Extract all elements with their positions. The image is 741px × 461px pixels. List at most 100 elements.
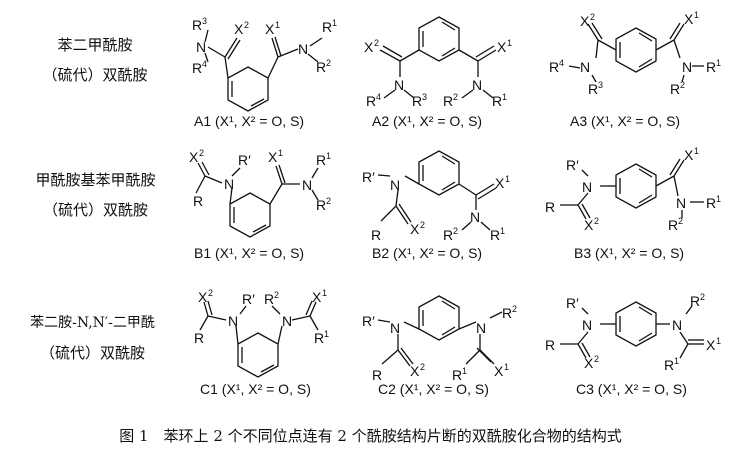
svg-text:4: 4 [559,58,564,68]
svg-text:R′: R′ [362,169,375,185]
svg-text:R: R [492,93,502,109]
svg-text:R: R [545,337,555,353]
svg-text:R: R [668,217,678,233]
row-label-b-line1: 甲酰胺基苯甲酰胺 [35,171,156,189]
svg-text:N: N [470,209,480,225]
svg-text:R: R [316,59,326,75]
svg-text:2: 2 [594,354,599,364]
svg-text:R: R [443,93,453,109]
svg-text:R: R [549,59,559,75]
svg-text:2: 2 [274,290,279,300]
svg-text:R′: R′ [238,152,251,168]
row-label-b: 甲酰胺基苯甲酰胺 （硫代）双酰胺 [18,165,173,225]
svg-text:2: 2 [594,216,599,226]
svg-text:1: 1 [332,18,337,28]
svg-text:2: 2 [680,80,685,90]
svg-text:R: R [588,81,598,97]
svg-text:R: R [706,195,716,211]
svg-text:N: N [476,320,486,336]
svg-text:R: R [502,305,512,321]
svg-text:X: X [268,149,278,165]
caption-b1: B1 (X¹, X² = O, S) [194,245,305,261]
svg-text:R: R [670,81,680,97]
svg-text:1: 1 [694,10,699,20]
atom-r3: R [192,17,202,33]
svg-text:X: X [706,337,716,353]
svg-text:X: X [234,21,244,37]
svg-text:R: R [322,19,332,35]
svg-text:X: X [265,21,275,37]
svg-text:4: 4 [376,92,381,102]
svg-text:N: N [582,317,592,333]
svg-text:1: 1 [324,329,329,339]
row-label-a: 苯二甲酰胺 （硫代）双酰胺 [20,30,170,90]
figure-caption: 图 1 苯环上 2 个不同位点连有 2 个酰胺结构片断的双酰胺化合物的结构式 [119,427,622,445]
svg-text:R: R [192,60,202,76]
svg-text:3: 3 [598,80,603,90]
svg-text:R: R [706,59,716,75]
svg-text:N: N [390,320,400,336]
svg-text:2: 2 [678,216,683,226]
caption-c2: C2 (X¹, X² = O, S) [378,381,489,397]
svg-text:2: 2 [326,196,331,206]
svg-text:N: N [282,313,292,329]
svg-text:R: R [545,199,555,215]
svg-text:2: 2 [590,12,595,22]
svg-text:X: X [312,289,322,305]
svg-text:1: 1 [326,151,331,161]
row-label-c: 苯二胺-N,N′-二甲酰 （硫代）双酰胺 [10,308,175,368]
row-label-a-line1: 苯二甲酰胺 [57,36,133,54]
svg-text:2: 2 [374,38,379,48]
svg-text:R: R [316,197,326,213]
svg-text:2: 2 [208,288,213,298]
row-label-b-line2: （硫代）双酰胺 [42,201,148,219]
svg-text:R: R [412,93,422,109]
svg-text:R: R [316,152,326,168]
svg-text:R: R [194,330,204,346]
caption-a2: A2 (X¹, X² = O, S) [372,113,483,129]
svg-text:2: 2 [420,220,425,230]
svg-text:2: 2 [700,292,705,302]
svg-text:R: R [314,330,324,346]
svg-text:X: X [584,217,594,233]
row-label-c-line2: （硫代）双酰胺 [39,344,145,362]
caption-c1: C1 (X¹, X² = O, S) [200,381,311,397]
svg-text:2: 2 [199,148,204,158]
svg-text:1: 1 [504,362,509,372]
svg-text:N: N [298,41,308,57]
svg-text:1: 1 [716,194,721,204]
svg-text:R′: R′ [566,295,579,311]
svg-text:X: X [198,289,208,305]
svg-text:R: R [366,93,376,109]
svg-text:1: 1 [674,356,679,366]
svg-text:1: 1 [275,20,280,30]
svg-text:X: X [364,39,374,55]
svg-text:R: R [664,357,674,373]
svg-text:X: X [410,221,420,237]
svg-text:1: 1 [278,148,283,158]
svg-text:3: 3 [422,92,427,102]
svg-text:R′: R′ [362,313,375,329]
svg-text:1: 1 [322,288,327,298]
caption-a3: A3 (X¹, X² = O, S) [570,113,681,129]
row-label-c-line1: 苯二胺-N,N′-二甲酰 [30,315,155,331]
svg-text:1: 1 [502,92,507,102]
caption-b3: B3 (X¹, X² = O, S) [574,245,685,261]
svg-text:R: R [443,227,453,243]
svg-text:R: R [490,227,500,243]
caption-a1: A1 (X¹, X² = O, S) [194,113,305,129]
caption-b2: B2 (X¹, X² = O, S) [372,245,483,261]
svg-text:1: 1 [462,366,467,376]
svg-text:N: N [472,77,482,93]
svg-text:N: N [582,179,592,195]
svg-text:1: 1 [716,336,721,346]
svg-text:R: R [264,291,274,307]
svg-text:N: N [394,77,404,93]
